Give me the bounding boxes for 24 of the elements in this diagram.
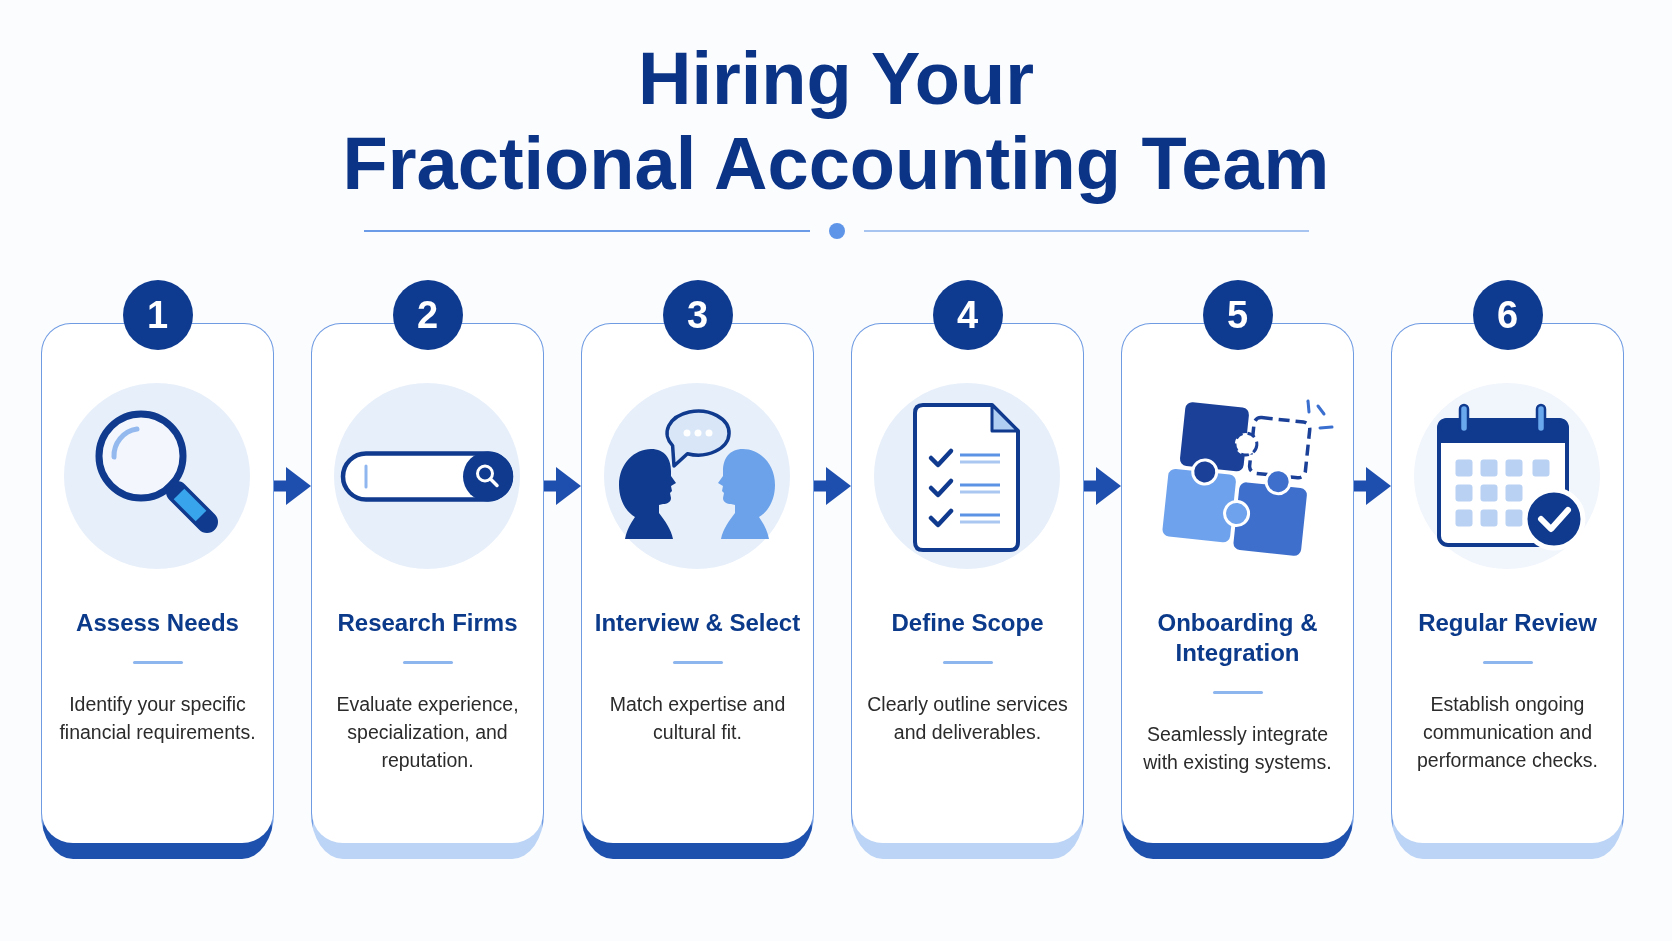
arrow xyxy=(814,467,851,505)
step-heading: Regular Review xyxy=(1418,607,1597,638)
arrow xyxy=(274,467,311,505)
title: Hiring Your Fractional Accounting Team xyxy=(342,36,1330,206)
arrow xyxy=(544,467,581,505)
step-heading: Define Scope xyxy=(891,607,1044,638)
step-description: Identify your specific financial requirements. xyxy=(58,691,257,745)
number-circle: 6 xyxy=(1472,280,1543,350)
step-heading: Onboarding & Integration xyxy=(1156,607,1319,668)
step-description: Clearly outline services and deliverables. xyxy=(866,691,1069,745)
step-description: Match expertise and cultural fit. xyxy=(608,691,787,745)
step-description: Seamlessly integrate with existing systems. xyxy=(1142,721,1333,775)
step-heading: Interview & Select xyxy=(594,607,801,638)
number-circle: 5 xyxy=(1202,280,1273,350)
arrow xyxy=(1084,467,1121,505)
number-circle: 4 xyxy=(932,280,1003,350)
step-heading: Assess Needs xyxy=(76,607,239,638)
number-circle: 1 xyxy=(122,280,193,350)
step-description: Establish ongoing communication and performance checks. xyxy=(1416,691,1599,773)
arrow xyxy=(1354,467,1391,505)
step-description: Evaluate experience, specialization, and reputation. xyxy=(335,691,520,773)
step-heading: Research Firms xyxy=(337,607,518,638)
number-circle: 2 xyxy=(392,280,463,350)
number-circle: 3 xyxy=(662,280,733,350)
